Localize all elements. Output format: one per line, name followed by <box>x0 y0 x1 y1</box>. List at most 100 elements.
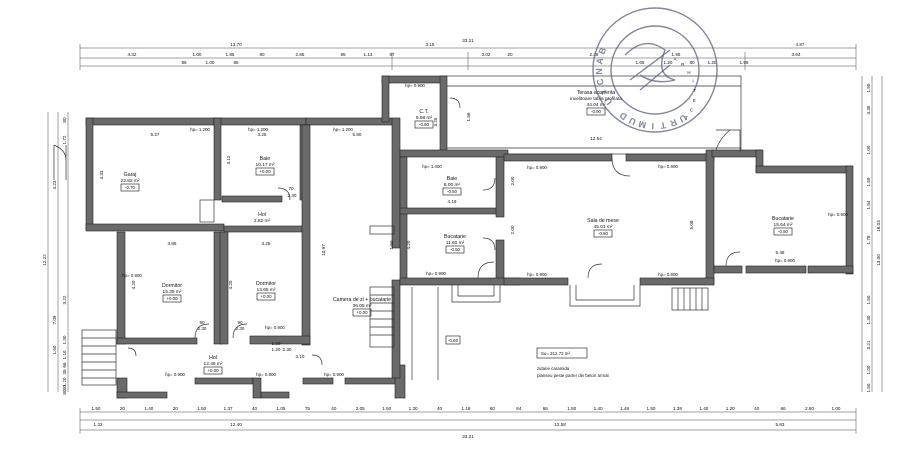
room-name-bucatarie2: Bucatarie <box>772 216 794 222</box>
room-name-terasa: Terasa acoperita <box>577 90 615 96</box>
top-dimension-2: 3.64 <box>792 52 801 57</box>
area-summary: Su= 312.72 m² zidarie caramida planseu p… <box>445 335 610 378</box>
right-dimension-labels: 1.553.351.001.591.541.7813.0016.041.501.… <box>866 83 881 392</box>
bottom-dimension-1: 84 <box>516 406 522 411</box>
hp-label: hp= 1.200 <box>190 127 210 132</box>
hp-label: hp= 0.900 <box>165 372 185 377</box>
top-dimension-2b: 80 <box>689 60 695 65</box>
inner-dimension: 3.25 <box>258 132 267 137</box>
stamp-small-letter: T <box>694 88 697 93</box>
left-dimension: 80 <box>62 117 67 123</box>
hp-label: hp= 1.200 <box>333 127 353 132</box>
left-dimension: 1.30 <box>62 335 67 344</box>
room-name-sala: Sala de mese <box>587 218 619 224</box>
left-dimension: 40 <box>62 385 67 391</box>
top-dimension-2: 1.95 <box>672 52 681 57</box>
inner-dimension: 2.00 <box>510 176 515 185</box>
top-dimension-2: 95 <box>340 52 346 57</box>
right-dimension: 1.00 <box>866 145 871 154</box>
stamp-small-letter: E <box>693 98 696 103</box>
su-total: Su= 312.72 m² <box>541 351 570 356</box>
bottom-dimension-1: 1.50 <box>92 406 101 411</box>
inner-dimension: 5.08 <box>689 220 694 229</box>
stamp-letter: T <box>659 120 666 131</box>
room-level-box-dorm1 <box>162 294 182 303</box>
left-dimension: 1.72 <box>62 135 67 144</box>
inner-dimension: 2.30 <box>283 347 292 352</box>
hp-label: hp= 0.900 <box>658 164 678 169</box>
left-dimension: 1.20 <box>62 377 67 386</box>
inner-dimension: 3.25 <box>433 117 438 126</box>
bottom-dimension-1: 2.60 <box>805 406 814 411</box>
right-dimension: 1.30 <box>866 315 871 324</box>
room-area-ct: 9.88 m² <box>416 115 433 121</box>
room-name-baie1: Baie <box>260 156 270 162</box>
stamp-letter: B <box>597 46 609 56</box>
inner-dimension: 3.12 <box>226 155 231 164</box>
room-area-bucatarie1: 11.60 m² <box>446 240 465 246</box>
bottom-dimension-1: 1.40 <box>699 406 708 411</box>
top-dimension-2: 2.85 <box>296 52 305 57</box>
top-dimension-2: 80 <box>259 52 265 57</box>
stamp-small-letter: A <box>674 56 677 61</box>
stamp-letter: A <box>594 57 605 66</box>
right-dimension: 1.50 <box>866 295 871 304</box>
room-sub-terasa: invelitoare tabla profilata <box>570 96 622 102</box>
note-slab: planseu peste parter din beton armat <box>537 373 610 378</box>
stamp-small-letter: C <box>690 107 693 112</box>
stamp-small-letter: R <box>681 62 684 67</box>
stamp-letter: M <box>638 119 648 130</box>
hp-label: hp= 0.900 <box>426 271 446 276</box>
room-area-hol2: 12.46 m² <box>204 361 223 367</box>
top-dimension-2: 1.13 <box>364 52 373 57</box>
inner-dimension: 5.80 <box>353 132 362 137</box>
room-area-bucatarie2: 15.64 m² <box>774 222 793 228</box>
room-level-bucatarie1: -0.50 <box>450 247 461 252</box>
top-dimension-2b: 1.20 <box>708 60 717 65</box>
room-level-sala: -0.50 <box>598 231 609 236</box>
room-level-baie1: +0.00 <box>259 169 271 174</box>
room-level-camera: +0.00 <box>356 310 368 315</box>
left-dimension: 7.09 <box>52 315 57 324</box>
left-dimension: 80 <box>62 389 67 395</box>
inner-dimension: 2.00 <box>510 225 515 234</box>
room-level-box-dorm2 <box>256 292 276 301</box>
bottom-dimension-1: 1.40 <box>144 406 153 411</box>
bottom-dimension-1: 1.37 <box>224 406 233 411</box>
room-area-baie1: 10.17 m² <box>256 162 275 168</box>
bottom-dimension-1: 40 <box>252 406 258 411</box>
top-dimension-1: 4.87 <box>796 42 805 47</box>
room-area-sala: 45.01 m² <box>594 224 613 230</box>
inner-dimension: 1.20 <box>272 341 281 346</box>
bottom-total-dimension: 33.21 <box>462 434 474 439</box>
level-tag-small: -0.60 <box>448 338 459 343</box>
top-dimension-2: 4.32 <box>128 52 137 57</box>
bottom-dimension-1: 40 <box>754 406 760 411</box>
bottom-dimension-1: 1.50 <box>382 406 391 411</box>
room-area-garaj: 22.82 m² <box>121 178 140 184</box>
right-dimension: 1.54 <box>866 200 871 209</box>
bottom-dimension-1: 20 <box>120 406 126 411</box>
room-name-ct: C.T. <box>419 109 428 115</box>
top-dimension-2b: 1.65 <box>636 60 645 65</box>
bottom-dimension-1: 60 <box>490 406 496 411</box>
right-dimension: 1.00 <box>866 365 871 374</box>
inner-dimension: 5.48 <box>776 250 785 255</box>
stamp-letter: D <box>617 110 628 122</box>
top-dimensions <box>79 44 857 70</box>
inner-dimension: 1.60 <box>389 240 394 249</box>
left-dimension: 12.22 <box>42 254 47 266</box>
stamp-letter: U <box>627 115 637 127</box>
stamp-letter: U <box>678 113 689 125</box>
room-level-box-bucatarie2 <box>773 227 793 236</box>
room-level-hol2: +0.00 <box>207 368 219 373</box>
bottom-dimension-1: 66 <box>781 406 787 411</box>
inner-dimension: 90 <box>199 320 205 325</box>
hp-label: hp= 0.900 <box>527 165 547 170</box>
walls <box>85 75 854 399</box>
top-dimension-2b: 86 <box>233 60 239 65</box>
hp-label: hp= 0.900 <box>658 272 678 277</box>
room-level-box-hol2 <box>203 366 223 375</box>
